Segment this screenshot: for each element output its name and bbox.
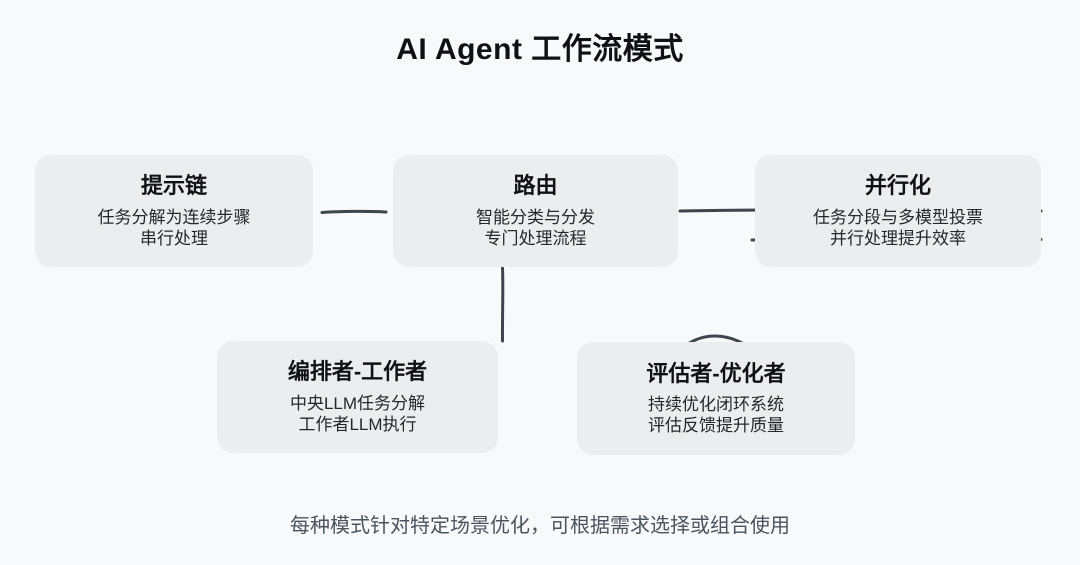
diagram-caption: 每种模式针对特定场景优化，可根据需求选择或组合使用 — [290, 515, 790, 537]
card-parallelization-desc1: 任务分段与多模型投票 — [813, 207, 983, 227]
card-parallelization: 并行化 任务分段与多模型投票 并行处理提升效率 — [755, 155, 1041, 267]
card-evaluator-optimizer-desc1: 持续优化闭环系统 — [648, 395, 784, 415]
card-routing: 路由 智能分类与分发 专门处理流程 — [393, 155, 678, 267]
card-prompt-chaining-desc1: 任务分解为连续步骤 — [97, 207, 251, 227]
card-prompt-chaining-title: 提示链 — [140, 173, 207, 199]
card-parallelization-title: 并行化 — [864, 173, 931, 199]
connector-prompt-to-routing-line — [320, 209, 388, 214]
card-evaluator-optimizer-title: 评估者-优化者 — [646, 360, 786, 386]
card-orchestrator-worker-desc2: 工作者LLM执行 — [298, 414, 417, 434]
diagram-title: AI Agent 工作流模式 — [396, 33, 684, 66]
card-routing-title: 路由 — [513, 173, 558, 199]
card-orchestrator-worker-desc1: 中央LLM任务分解 — [289, 393, 426, 413]
card-orchestrator-worker-title: 编排者-工作者 — [287, 359, 428, 385]
card-prompt-chaining-desc2: 串行处理 — [140, 228, 208, 248]
card-evaluator-optimizer-desc2: 评估反馈提升质量 — [648, 416, 784, 436]
card-parallelization-desc2: 并行处理提升效率 — [830, 228, 966, 248]
card-prompt-chaining: 提示链 任务分解为连续步骤 串行处理 — [35, 155, 313, 267]
card-routing-desc1: 智能分类与分发 — [476, 207, 595, 227]
card-orchestrator-worker: 编排者-工作者 中央LLM任务分解 工作者LLM执行 — [217, 341, 498, 453]
card-routing-desc2: 专门处理流程 — [484, 228, 587, 248]
card-evaluator-optimizer: 评估者-优化者 持续优化闭环系统 评估反馈提升质量 — [577, 342, 855, 455]
